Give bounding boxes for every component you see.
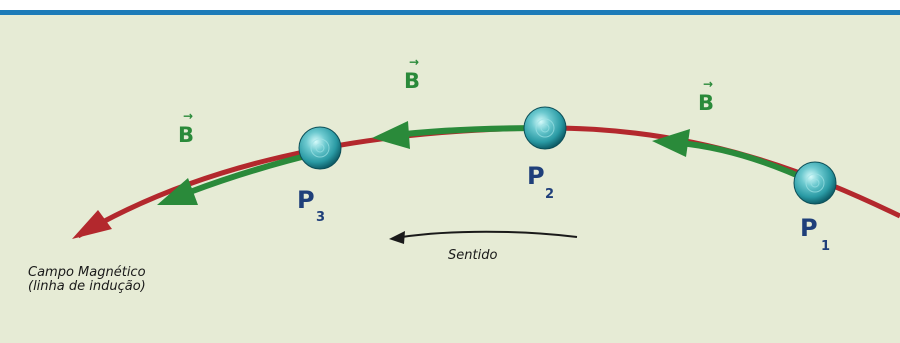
particle-p3 (298, 126, 342, 170)
point-letter: P (800, 214, 818, 242)
vector-b-letter: B (404, 69, 420, 93)
vector-arrow-marker: → (183, 109, 193, 123)
vector-arrow-marker: → (409, 55, 419, 69)
point-index: 1 (821, 239, 830, 254)
field-vector-arrowhead-1 (652, 129, 690, 157)
direction-arrow (401, 230, 578, 238)
vector-b-label-3: B → (178, 109, 194, 147)
point-index: 3 (316, 210, 325, 225)
direction-arrowhead (389, 231, 405, 244)
point-label-p3: P 3 (297, 186, 325, 225)
point-label-p1: P 1 (800, 214, 830, 254)
vector-b-label-1: B → (698, 77, 714, 115)
field-line-arrowhead (72, 210, 112, 239)
direction-label: Sentido (448, 248, 497, 263)
vector-b-letter: B (698, 91, 714, 115)
field-caption-line1: Campo Magnético (28, 265, 146, 280)
vector-b-letter: B (178, 123, 194, 147)
particle-p2 (523, 106, 567, 150)
vector-arrow-marker: → (703, 77, 713, 91)
diagram-background (0, 10, 900, 343)
particle-p1 (793, 161, 837, 205)
point-label-p2: P 2 (527, 162, 554, 202)
field-vector-arrowhead-2 (372, 121, 410, 149)
top-rule (0, 10, 900, 15)
field-vector-segment-1 (679, 140, 814, 185)
point-letter: P (297, 186, 315, 214)
vector-b-label-2: B → (404, 55, 420, 93)
field-vector-arrowhead-3 (157, 178, 198, 205)
point-index: 2 (545, 187, 554, 202)
field-line (76, 125, 900, 239)
point-letter: P (527, 162, 545, 190)
field-caption-line2: (linha de indução) (28, 279, 146, 294)
